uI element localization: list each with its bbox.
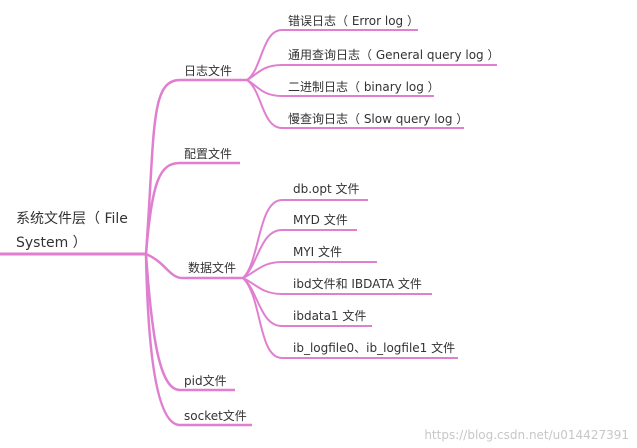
root-node-label: 系统文件层（ File System ） <box>16 211 128 251</box>
node-data-files: 数据文件 <box>188 261 237 275</box>
node-ib-logfile: ib_logfile0、ib_logfile1 文件 <box>293 341 456 355</box>
node-general-query-log: 通用查询日志（ General query log ） <box>288 48 500 62</box>
connector-slow <box>246 79 464 129</box>
node-config-files: 配置文件 <box>184 147 233 161</box>
node-log-files: 日志文件 <box>184 64 233 78</box>
node-myd: MYD 文件 <box>293 213 348 227</box>
connector-myd <box>242 229 357 279</box>
node-slow-query-log: 慢查询日志（ Slow query log ） <box>288 112 469 126</box>
connector-error <box>246 29 418 81</box>
connector-general <box>246 64 497 81</box>
connector-ibd <box>242 277 432 295</box>
connector-log <box>144 78 247 255</box>
connector-config <box>144 161 240 255</box>
node-binary-log: 二进制日志（ binary log ） <box>288 80 440 94</box>
node-error-log: 错误日志（ Error log ） <box>288 14 419 28</box>
connector-pid <box>144 253 235 392</box>
node-myi: MYI 文件 <box>293 245 343 259</box>
node-pid-file: pid文件 <box>184 374 227 388</box>
node-ibd-ibdata: ibd文件和 IBDATA 文件 <box>293 277 422 291</box>
node-db-opt: db.opt 文件 <box>293 182 360 196</box>
node-ibdata1: ibdata1 文件 <box>293 309 367 323</box>
watermark: https://blog.csdn.net/u014427391 <box>424 428 629 442</box>
connector-socket <box>144 253 252 427</box>
connector-data <box>145 252 243 280</box>
node-socket-file: socket文件 <box>184 409 247 423</box>
connector-myi <box>242 261 377 279</box>
connector-iblogfile <box>242 277 458 359</box>
